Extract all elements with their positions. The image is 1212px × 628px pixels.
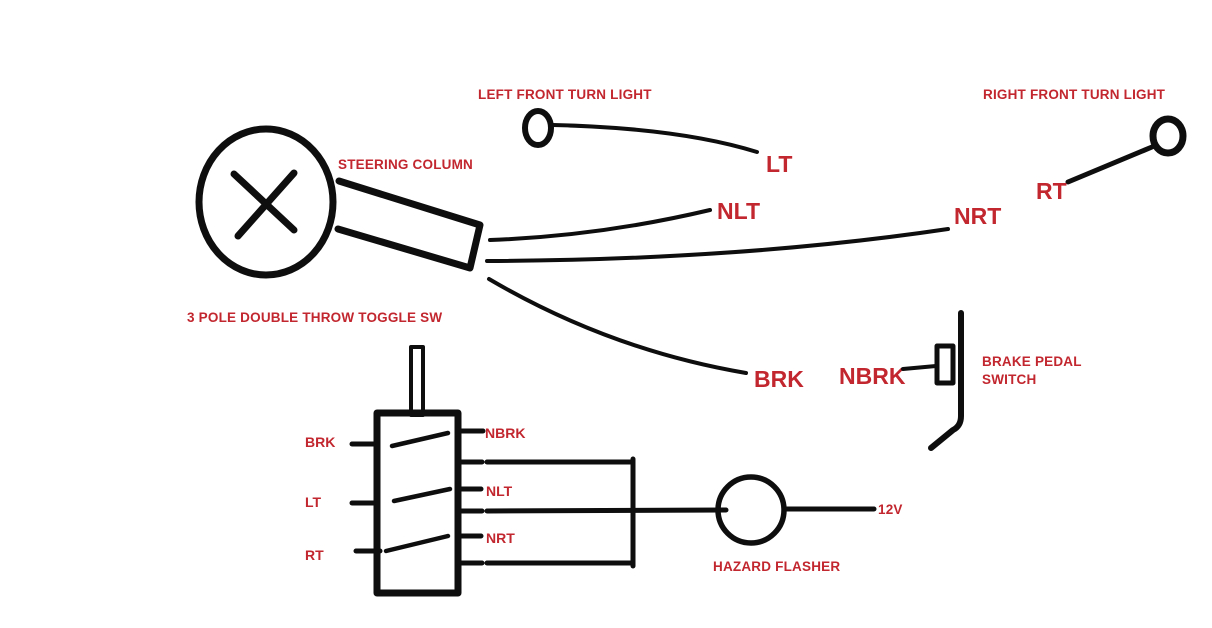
wire-nlt — [488, 208, 712, 242]
wire-nbrk — [901, 364, 938, 371]
wire-label-nrt: NRT — [954, 203, 1001, 229]
terminal-label-nlt: NLT — [486, 483, 513, 499]
wire-nrt — [485, 227, 950, 263]
wire-label-nlt: NLT — [717, 198, 760, 224]
steering-column-stalk — [334, 177, 484, 272]
steering-column-group: STEERING COLUMN — [195, 125, 484, 279]
supply-12v-label: 12V — [878, 502, 903, 517]
hazard-flasher-label: HAZARD FLASHER — [713, 559, 840, 574]
left-turn-bulb-icon — [522, 108, 554, 148]
toggle-switch-label: 3 POLE DOUBLE THROW TOGGLE SW — [187, 310, 442, 325]
brake-pedal-switch-label-line2: SWITCH — [982, 372, 1036, 387]
stalk-wires-group: NLT NRT BRK — [485, 198, 1001, 392]
wire-brk — [487, 277, 748, 375]
terminal-label-brk: BRK — [305, 434, 335, 450]
wire-label-brk: BRK — [754, 366, 804, 392]
terminal-label-lt: LT — [305, 494, 322, 510]
terminal-label-nbrk: NBRK — [485, 425, 525, 441]
switch-contact-bottom-icon — [383, 533, 451, 554]
hazard-flasher-group: 12V HAZARD FLASHER — [484, 456, 903, 574]
left-front-turn-light-label: LEFT FRONT TURN LIGHT — [478, 87, 652, 102]
toggle-switch-group: 3 POLE DOUBLE THROW TOGGLE SW BRK LT RT … — [187, 310, 525, 597]
wire-lt — [551, 123, 759, 154]
right-front-turn-light-label: RIGHT FRONT TURN LIGHT — [983, 87, 1166, 102]
brake-pedal-arm-icon — [928, 310, 964, 451]
wire-bus-to-flasher — [484, 507, 729, 514]
steering-column-label: STEERING COLUMN — [338, 157, 473, 172]
wire-label-rt: RT — [1036, 178, 1067, 204]
terminal-label-nrt: NRT — [486, 530, 515, 546]
brake-switch-contact-icon — [934, 343, 956, 386]
wire-rt — [1065, 144, 1155, 185]
switch-contact-middle-icon — [391, 486, 453, 504]
brake-pedal-switch-group: NBRK BRAKE PEDAL SWITCH — [839, 310, 1082, 451]
brake-pedal-switch-label-line1: BRAKE PEDAL — [982, 354, 1082, 369]
switch-contact-top-icon — [389, 430, 451, 449]
wire-label-lt: LT — [766, 151, 792, 177]
steering-wheel-x-stroke-2-icon — [234, 169, 298, 240]
left-front-turn-light-group: LEFT FRONT TURN LIGHT LT — [478, 87, 792, 177]
terminal-label-rt: RT — [305, 547, 324, 563]
right-turn-bulb-icon — [1149, 115, 1187, 157]
wire-label-nbrk: NBRK — [839, 363, 906, 389]
steering-wheel-icon — [195, 125, 337, 279]
right-front-turn-light-group: RIGHT FRONT TURN LIGHT RT — [983, 87, 1187, 204]
toggle-handle-icon — [409, 345, 425, 417]
